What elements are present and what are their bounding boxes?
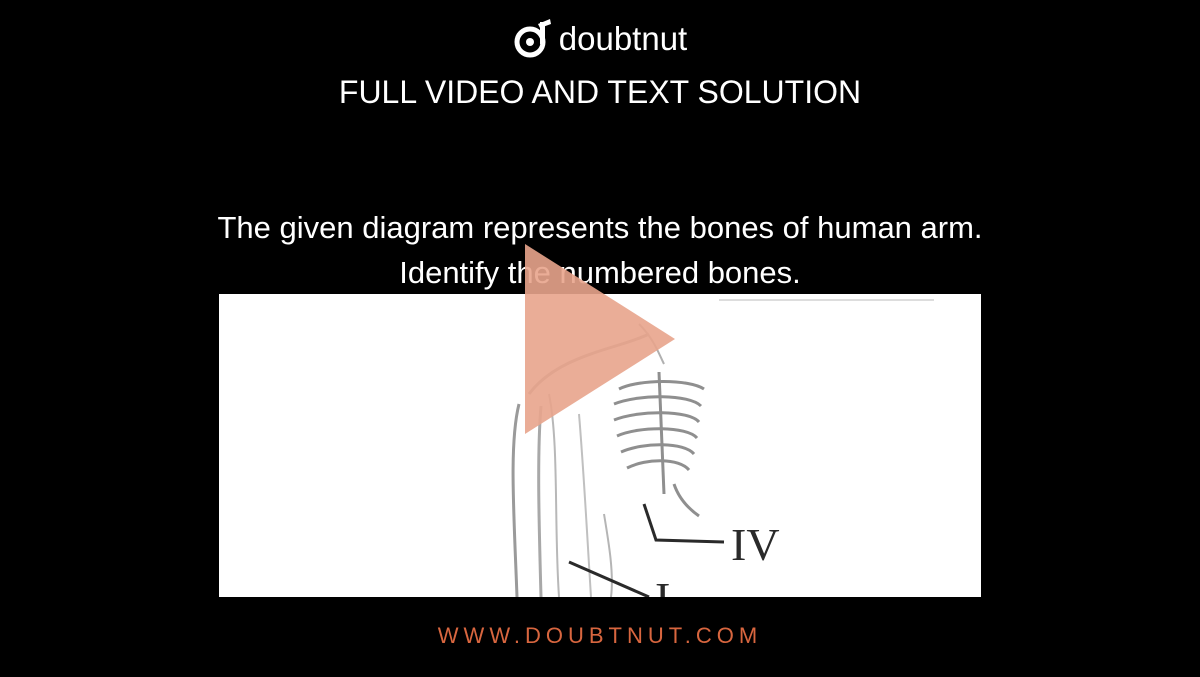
doubtnut-logo-icon bbox=[514, 19, 551, 58]
question-line-1: The given diagram represents the bones o… bbox=[217, 210, 983, 245]
brand-lockup: doubtnut bbox=[513, 16, 687, 60]
question-line-2: Identify the numbered bones. bbox=[399, 255, 801, 290]
brand-header: doubtnut bbox=[0, 14, 1200, 62]
question-text: The given diagram represents the bones o… bbox=[150, 205, 1050, 295]
rib-cage-drawing bbox=[613, 371, 705, 518]
brand-name: doubtnut bbox=[558, 19, 688, 57]
play-icon[interactable] bbox=[525, 244, 675, 434]
page-headline: FULL VIDEO AND TEXT SOLUTION bbox=[338, 74, 862, 110]
label-i: I bbox=[655, 573, 670, 597]
label-iv: IV bbox=[731, 519, 780, 570]
footer-url[interactable]: WWW.DOUBTNUT.COM bbox=[437, 623, 763, 648]
